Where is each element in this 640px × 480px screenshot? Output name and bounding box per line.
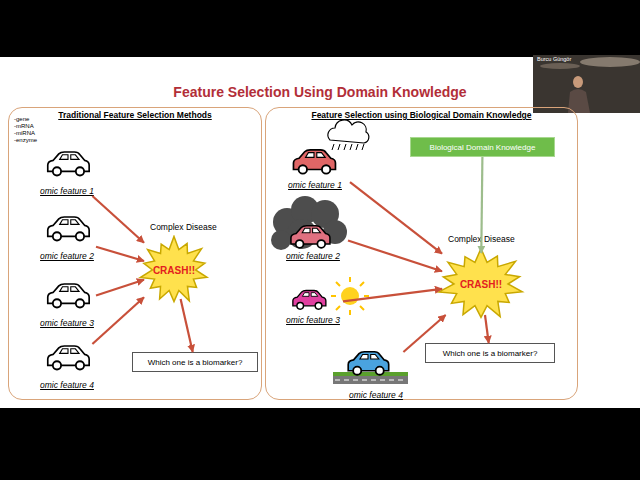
list-item: -gene [14,116,29,122]
arrow-connector [92,297,144,344]
arrow-connector [343,289,442,301]
car-icon [48,217,89,240]
process-box: Which one is a biomarker? [425,343,555,363]
arrow-connector [92,196,144,243]
car-icon [48,346,89,369]
car-icon [48,284,89,307]
rain-cloud [328,120,369,150]
arrow-connector [350,182,442,254]
node-text: omic feature 3 [24,318,110,328]
node-text: Which one is a biomarker? [443,349,538,358]
node-heading: Complex Disease [448,234,515,244]
process-box: Which one is a biomarker? [132,352,258,372]
arrow-connector [96,280,144,296]
webcam-frame [533,55,640,113]
arrow-connector [403,315,445,352]
car-feature-node: omic feature 3 [38,282,96,328]
grass-strip [333,372,408,376]
node-text: omic feature 3 [269,315,357,325]
car-icon [291,226,330,248]
node-text: CRASH!! [436,279,526,290]
node-text: omic feature 1 [266,180,364,190]
road [333,372,408,384]
presenter-head [573,76,583,88]
node-text: omic feature 2 [24,251,110,261]
smoke-cloud [271,196,347,250]
node-heading: Complex Disease [150,222,217,232]
node-text: CRASH!! [138,265,210,276]
car-feature-node: omic feature 4 [342,352,410,400]
presenter-body [568,89,590,113]
crash-starburst: Complex DiseaseCRASH!! [138,235,210,305]
road-surface [333,376,408,384]
node-text: omic feature 4 [24,380,110,390]
cloud-shape [328,120,369,143]
panel-heading: Feature Selection using Biological Domai… [266,110,577,120]
node-text: omic feature 2 [264,251,362,261]
sun-icon [331,277,369,315]
speaker-name: Burcu Güngör [537,56,571,62]
rain-drops [332,144,364,150]
car-feature-node: omic feature 1 [38,150,96,196]
car-feature-node: omic feature 2 [38,215,96,261]
arrow-connector [96,247,144,261]
node-text: Which one is a biomarker? [148,358,243,367]
sun-disc [341,287,359,305]
node-text: Biological Domain Knowledge [430,143,536,152]
car-feature-node: omic feature 1 [280,120,350,190]
panel-box: Traditional Feature Selection Methods omi… [8,107,262,400]
list-item: -mRNA [14,123,34,129]
node-text: omic feature 1 [24,186,110,196]
ceiling-light [580,57,640,67]
car-icon [48,152,89,175]
list-item: -enzyme [14,137,37,143]
panel-heading: Traditional Feature Selection Methods [9,110,261,120]
road-marking [335,380,406,381]
arrow-connector [481,157,482,253]
arrow-connector [181,299,193,352]
crash-starburst: Complex DiseaseCRASH!! [436,247,526,321]
slide-title: Feature Selection Using Domain Knowledge [0,84,640,100]
car-icon [293,290,326,309]
car-feature-node: omic feature 2 [278,197,348,261]
sun-rays [331,277,369,315]
knowledge-box: Biological Domain Knowledge [410,137,555,157]
arrow-connector [485,315,489,343]
node-text: omic feature 4 [328,390,424,400]
webcam-inset [533,55,640,113]
ceiling-light [540,63,580,69]
arrow-connector [348,241,442,272]
list-item: -miRNA [14,130,35,136]
car-icon [348,352,389,375]
smoke-puff [271,230,291,250]
car-feature-node: omic feature 4 [38,344,96,390]
panel-box: Feature Selection using Biological Domai… [265,107,578,400]
car-icon [293,150,335,174]
car-feature-node: omic feature 3 [283,285,343,325]
